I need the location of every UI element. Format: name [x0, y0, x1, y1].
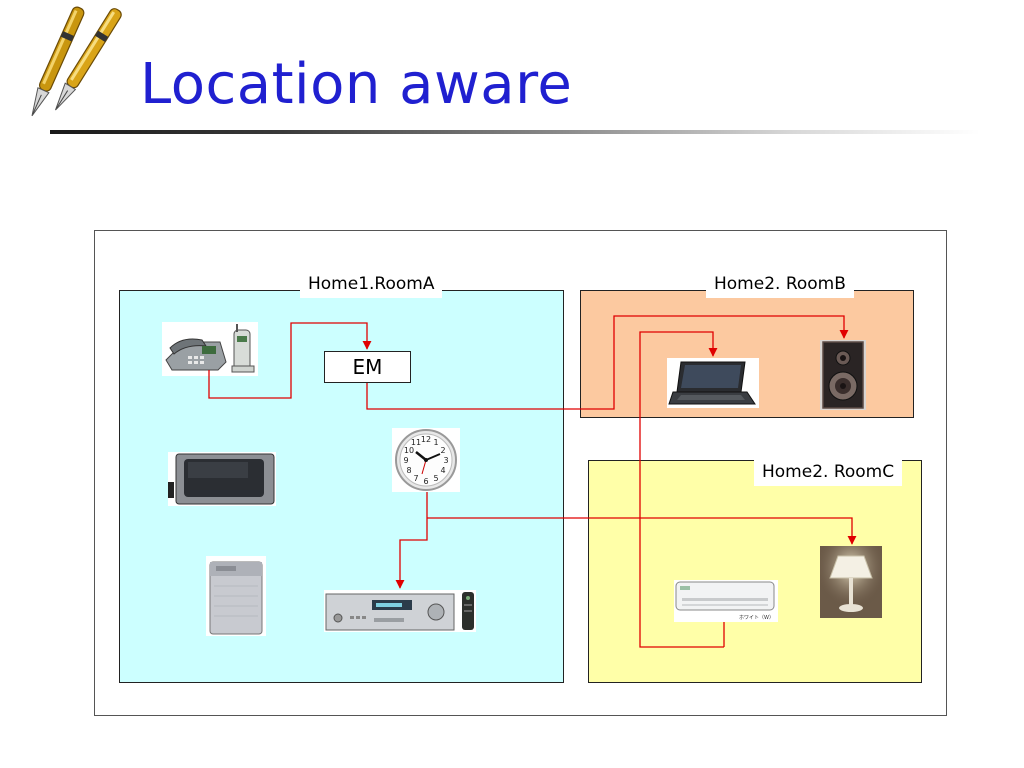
room-b-label: Home2. RoomB — [706, 270, 854, 298]
clock-numeral: 11 — [411, 438, 421, 447]
laptop-icon — [667, 358, 759, 408]
tv-icon — [168, 452, 276, 506]
phone-icon — [162, 322, 258, 376]
clock-numeral: 7 — [413, 474, 418, 483]
speaker-icon — [820, 340, 866, 410]
em-box: EM — [324, 351, 411, 383]
clock-numeral: 12 — [421, 435, 431, 444]
clock-numeral: 2 — [440, 446, 445, 455]
title-underline — [50, 130, 980, 134]
washing-machine-icon — [206, 556, 266, 636]
air-conditioner-icon: ホワイト（W） — [674, 580, 778, 622]
clock-numeral: 9 — [403, 456, 408, 465]
clock-numeral: 1 — [433, 438, 438, 447]
pens-logo-icon — [31, 6, 122, 117]
clock-numeral: 3 — [443, 456, 448, 465]
aircon-caption: ホワイト（W） — [739, 615, 774, 621]
clock-numeral: 8 — [406, 466, 411, 475]
clock-icon: 12 1 2 3 4 5 6 7 8 9 10 11 — [392, 428, 460, 492]
lamp-icon — [820, 546, 882, 618]
room-a-label: Home1.RoomA — [300, 270, 443, 298]
clock-numeral: 6 — [423, 477, 428, 486]
clock-numeral: 4 — [440, 466, 445, 475]
room-c-label: Home2. RoomC — [754, 458, 903, 486]
page-title: Location aware — [140, 52, 573, 117]
clock-numeral: 10 — [404, 446, 414, 455]
stereo-receiver-icon — [324, 590, 476, 632]
clock-numeral: 5 — [433, 474, 438, 483]
